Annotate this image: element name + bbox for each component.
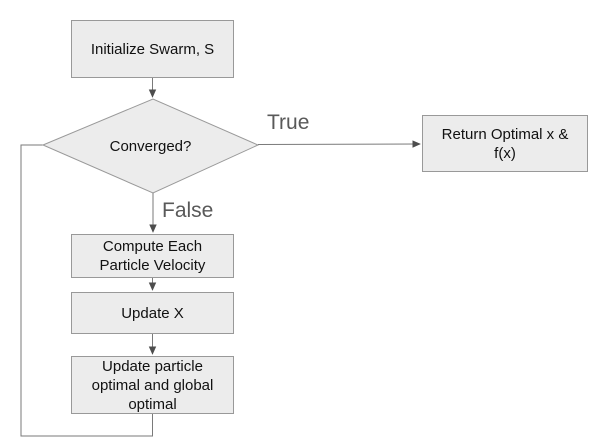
edge-label-false: False xyxy=(162,199,214,222)
node-update-x: Update X xyxy=(71,292,234,334)
node-update-optimal: Update particle optimal and global optim… xyxy=(71,356,234,414)
edge-label-true: True xyxy=(267,111,310,134)
node-compute-velocity: Compute Each Particle Velocity xyxy=(71,234,234,278)
node-converged-label: Converged? xyxy=(109,137,192,155)
node-compute-velocity-label: Compute Each Particle Velocity xyxy=(99,238,206,274)
node-initialize-swarm: Initialize Swarm, S xyxy=(71,20,234,78)
edge-converged-true-to-return xyxy=(257,140,421,148)
node-initialize-swarm-label: Initialize Swarm, S xyxy=(90,40,215,58)
node-return-optimal-label: Return Optimal x & f(x) xyxy=(441,125,569,162)
node-update-x-label: Update X xyxy=(121,304,184,322)
edge-loop-update-optimal-to-converged xyxy=(20,144,153,437)
node-update-optimal-label: Update particle optimal and global optim… xyxy=(91,357,214,413)
decision-diamond-shape xyxy=(41,98,260,194)
node-converged: Converged? xyxy=(43,99,258,193)
node-return-optimal: Return Optimal x & f(x) xyxy=(422,115,588,172)
